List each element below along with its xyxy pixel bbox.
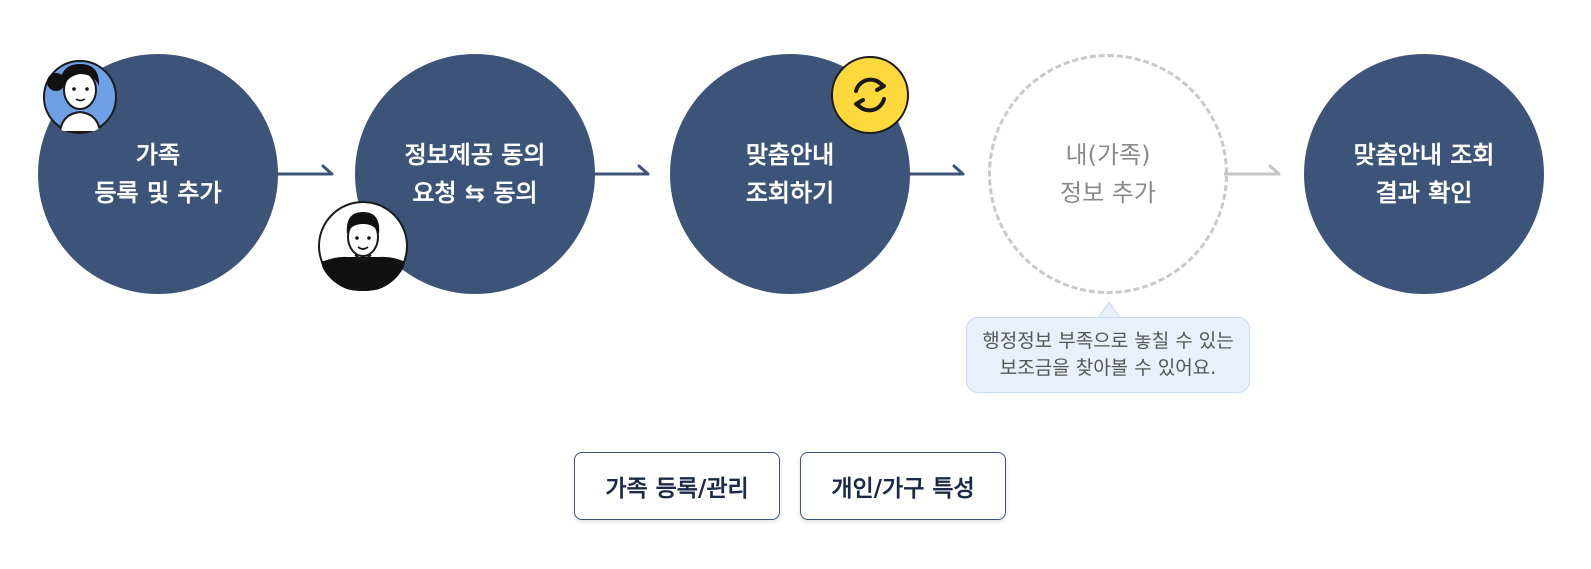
- arrow-icon: [908, 164, 965, 176]
- arrow-icon: [277, 164, 334, 176]
- step-label-line1: 내(가족): [1065, 141, 1151, 169]
- step-label-line2: 조회하기: [745, 179, 835, 207]
- step-label-line2: 결과 확인: [1375, 179, 1473, 207]
- info-tooltip: 행정정보 부족으로 놓칠 수 있는 보조금을 찾아볼 수 있어요.: [966, 317, 1250, 393]
- tooltip-line1: 행정정보 부족으로 놓칠 수 있는: [982, 330, 1234, 352]
- step-add-my-family-info: 내(가족) 정보 추가: [988, 54, 1228, 294]
- woman-avatar-icon: [38, 52, 120, 134]
- step-label-line1: 맞춤안내 조회: [1353, 141, 1495, 169]
- step-label-line2: 요청 ⇆ 동의: [412, 179, 538, 207]
- arrow-icon: [1224, 164, 1281, 176]
- arrow-icon: [593, 164, 650, 176]
- step-label-line1: 맞춤안내: [745, 141, 835, 169]
- step-label-line2: 등록 및 추가: [94, 179, 222, 207]
- man-avatar-icon: [317, 200, 409, 292]
- step-check-results: 맞춤안내 조회 결과 확인: [1304, 54, 1544, 294]
- step-label-line1: 정보제공 동의: [404, 141, 546, 169]
- personal-household-button[interactable]: 개인/가구 특성: [800, 452, 1006, 520]
- step-label-line1: 가족: [135, 141, 181, 169]
- family-register-button[interactable]: 가족 등록/관리: [574, 452, 780, 520]
- tooltip-line2: 보조금을 찾아볼 수 있어요.: [999, 357, 1217, 379]
- step-label-line2: 정보 추가: [1060, 179, 1156, 207]
- refresh-icon: [830, 55, 910, 135]
